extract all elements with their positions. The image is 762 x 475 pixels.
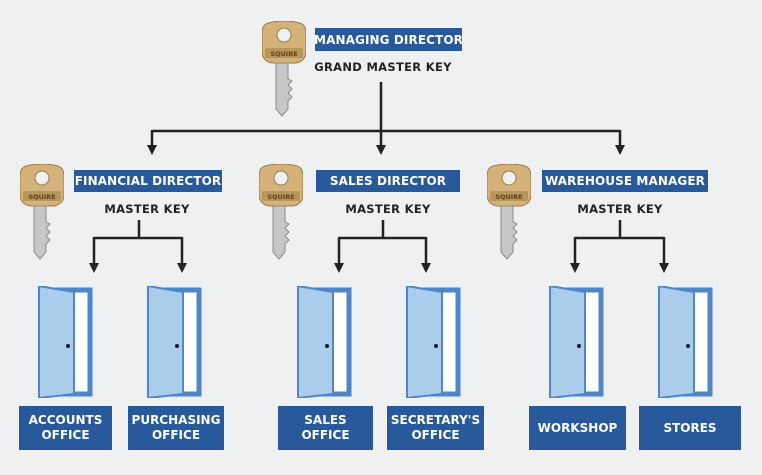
- room-label-line: OFFICE: [301, 428, 350, 442]
- svg-text:SQUIRE: SQUIRE: [28, 193, 55, 201]
- room-label-line: SECRETARY'S: [390, 413, 481, 427]
- sales-office-door-icon: [297, 286, 352, 398]
- grand-master-key-icon: SQUIRE: [262, 21, 306, 117]
- sales-office-label: SALES OFFICE: [278, 406, 373, 450]
- warehouse-master-key-icon: SQUIRE: [487, 164, 531, 260]
- financial-master-key-icon: SQUIRE: [20, 164, 64, 260]
- sales-master-key-label: MASTER KEY: [345, 202, 431, 216]
- stores-door-icon: [658, 286, 713, 398]
- purchasing-office-label: PURCHASING OFFICE: [128, 406, 224, 450]
- workshop-label: WORKSHOP: [529, 406, 626, 450]
- accounts-office-door-icon: [38, 286, 93, 398]
- sales-master-key-icon: SQUIRE: [259, 164, 303, 260]
- room-label-line: SALES: [304, 413, 347, 427]
- sales-director-label: SALES DIRECTOR: [316, 170, 460, 192]
- financial-director-label: FINANCIAL DIRECTOR: [74, 170, 222, 192]
- room-label-line: ACCOUNTS: [28, 413, 103, 427]
- secretarys-office-door-icon: [406, 286, 461, 398]
- room-label-line: OFFICE: [411, 428, 460, 442]
- secretarys-office-label: SECRETARY'S OFFICE: [387, 406, 484, 450]
- financial-master-key-label: MASTER KEY: [104, 202, 190, 216]
- workshop-door-icon: [549, 286, 604, 398]
- stores-label: STORES: [639, 406, 741, 450]
- svg-text:SQUIRE: SQUIRE: [270, 50, 297, 58]
- room-label-line: STORES: [663, 420, 717, 435]
- warehouse-master-key-label: MASTER KEY: [577, 202, 663, 216]
- warehouse-manager-label: WAREHOUSE MANAGER: [542, 170, 708, 192]
- managing-director-label: MANAGING DIRECTOR: [314, 28, 463, 51]
- room-label-line: OFFICE: [151, 428, 201, 442]
- svg-text:SQUIRE: SQUIRE: [267, 193, 294, 201]
- accounts-office-label: ACCOUNTS OFFICE: [19, 406, 112, 450]
- room-label-line: PURCHASING: [131, 413, 221, 427]
- grand-master-key-label: GRAND MASTER KEY: [314, 60, 452, 74]
- room-label-line: WORKSHOP: [537, 420, 618, 435]
- room-label-line: OFFICE: [41, 428, 90, 442]
- purchasing-office-door-icon: [147, 286, 202, 398]
- svg-text:SQUIRE: SQUIRE: [495, 193, 522, 201]
